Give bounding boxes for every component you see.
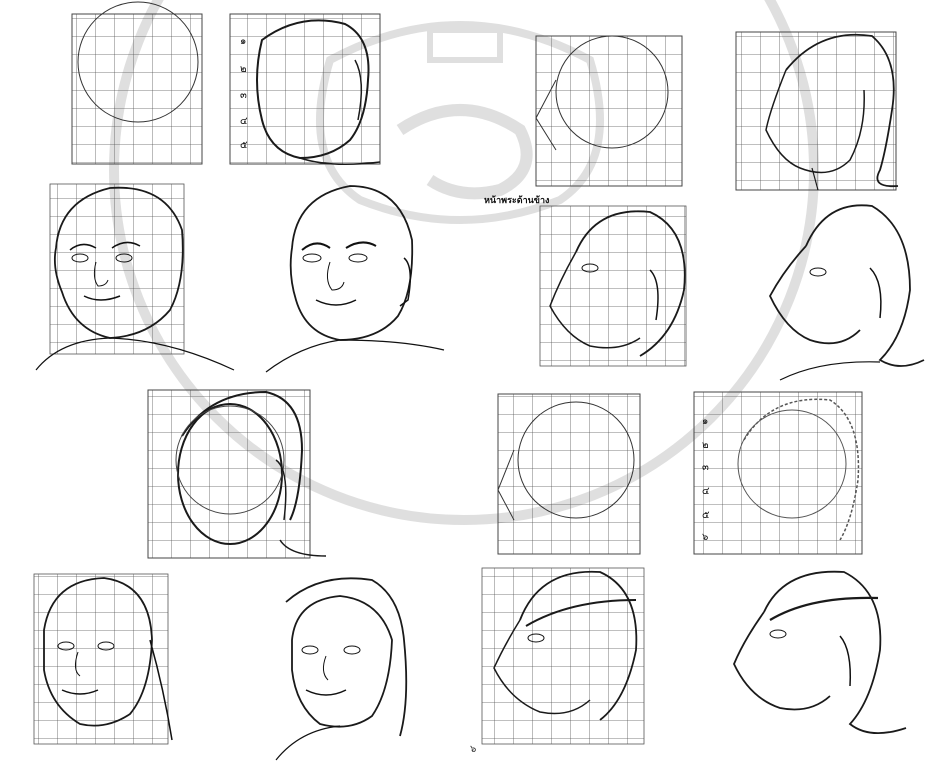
grid-side-label: ๕ bbox=[240, 140, 248, 151]
grid-head-side bbox=[736, 32, 898, 190]
grid-circle-side bbox=[536, 36, 682, 186]
grid-circle-side-2 bbox=[498, 394, 640, 554]
grid-head-front: ๑ ๒ ๓ ๔ ๕ bbox=[230, 14, 380, 164]
grid-side-label: ๕ bbox=[702, 510, 710, 521]
grid-head-side-2: ๑ ๒ ๓ ๔ ๕ ๖ bbox=[694, 392, 862, 554]
grid-side-label: ๔ bbox=[702, 486, 710, 497]
face-front-finished-2 bbox=[276, 578, 406, 760]
grid-head-front-2 bbox=[148, 390, 326, 558]
grid-side-label: ๒ bbox=[240, 64, 247, 75]
grid-side-label: ๑ bbox=[240, 36, 246, 47]
grid-side-label: ๖ bbox=[702, 532, 708, 543]
grid-face-front-sketch-2 bbox=[34, 574, 172, 744]
grid-face-side-sketch bbox=[540, 206, 686, 366]
grid-face-side-sketch-2 bbox=[482, 568, 644, 744]
grid-face-front-sketch bbox=[36, 184, 234, 370]
page-number: ๖ bbox=[470, 742, 476, 757]
grid-circle-front bbox=[72, 2, 202, 164]
grid-side-label: ๒ bbox=[702, 440, 709, 451]
face-side-finished-2 bbox=[734, 572, 906, 733]
page-caption: หน้าพระด้านข้าง bbox=[484, 193, 549, 207]
grid-side-label: ๓ bbox=[240, 90, 247, 101]
grid-side-label: ๑ bbox=[702, 416, 708, 427]
grid-side-label: ๔ bbox=[240, 116, 248, 127]
grid-side-label: ๓ bbox=[702, 462, 709, 473]
